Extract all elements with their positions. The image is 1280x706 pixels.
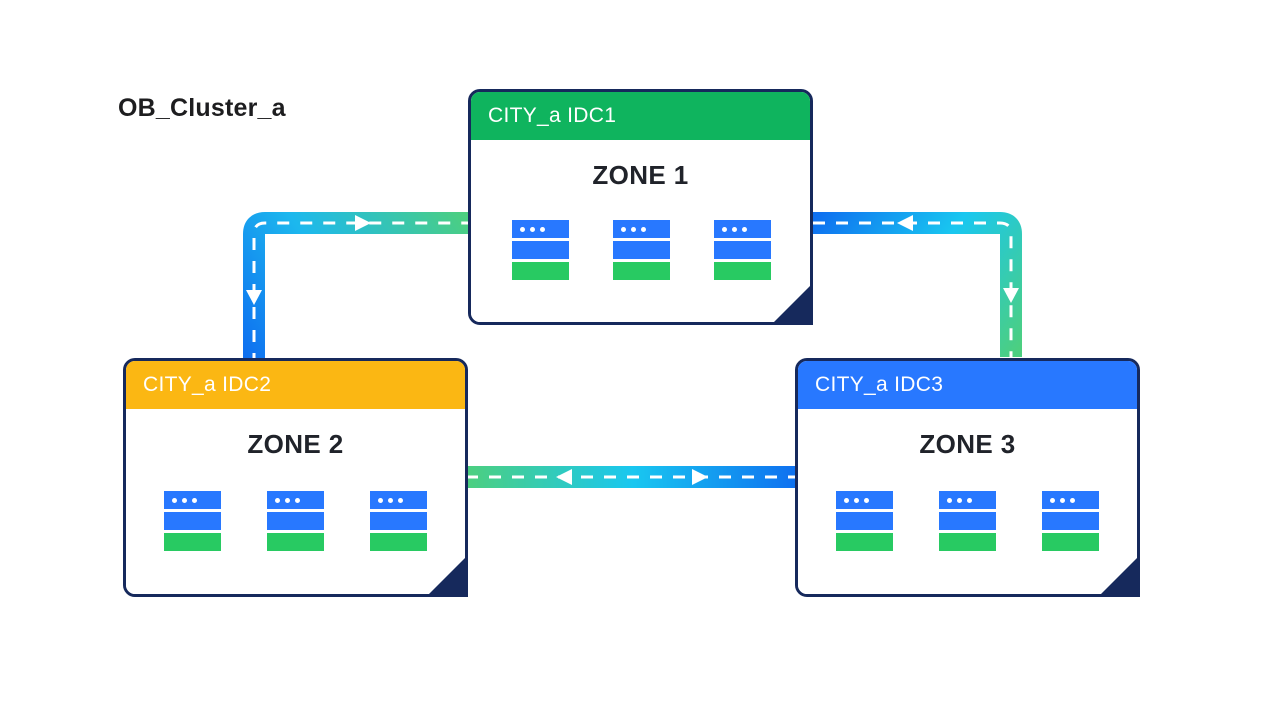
status-dot xyxy=(1060,497,1065,503)
server-top-bar xyxy=(836,491,893,509)
page-title: OB_Cluster_a xyxy=(118,94,286,122)
server-top-bar xyxy=(164,491,221,509)
arrow-down-icon xyxy=(246,290,262,305)
status-dot xyxy=(182,497,187,503)
server-top-bar xyxy=(714,220,771,238)
status-dot xyxy=(530,226,535,232)
server-node[interactable] xyxy=(1042,491,1099,551)
status-dot xyxy=(388,497,393,503)
server-mid-bar xyxy=(939,512,996,530)
idc-card-idc3[interactable]: CITY_a IDC3 ZONE 3 xyxy=(795,358,1140,597)
link-idc1-idc3 xyxy=(790,212,1022,357)
server-mid-bar xyxy=(512,241,569,259)
status-dot xyxy=(285,497,290,503)
status-dot xyxy=(621,226,626,232)
status-dot xyxy=(641,226,646,232)
link-idc2-idc1 xyxy=(243,212,490,365)
server-top-bar xyxy=(370,491,427,509)
server-mid-bar xyxy=(267,512,324,530)
status-dot xyxy=(722,226,727,232)
status-dot xyxy=(192,497,197,503)
server-node[interactable] xyxy=(714,220,771,280)
server-bottom-bar xyxy=(267,533,324,551)
arrow-left-icon xyxy=(897,215,913,231)
server-mid-bar xyxy=(714,241,771,259)
server-mid-bar xyxy=(1042,512,1099,530)
server-group xyxy=(164,491,427,551)
server-node[interactable] xyxy=(836,491,893,551)
server-bottom-bar xyxy=(512,262,569,280)
server-group xyxy=(836,491,1099,551)
server-node[interactable] xyxy=(512,220,569,280)
server-top-bar xyxy=(512,220,569,238)
server-mid-bar xyxy=(164,512,221,530)
server-node[interactable] xyxy=(939,491,996,551)
status-dot xyxy=(864,497,869,503)
server-top-bar xyxy=(613,220,670,238)
server-bottom-bar xyxy=(939,533,996,551)
zone-title: ZONE 2 xyxy=(247,429,344,459)
status-dot xyxy=(520,226,525,232)
server-node[interactable] xyxy=(267,491,324,551)
zone-title: ZONE 3 xyxy=(919,429,1016,459)
arrow-right-icon xyxy=(692,469,708,485)
idc-header-label: CITY_a IDC2 xyxy=(143,373,272,396)
idc-card-idc2[interactable]: CITY_a IDC2 ZONE 2 xyxy=(123,358,468,597)
server-bottom-bar xyxy=(370,533,427,551)
idc-card-body-idc3: ZONE 3 xyxy=(798,429,1137,594)
server-bottom-bar xyxy=(836,533,893,551)
idc-card-body-idc2: ZONE 2 xyxy=(126,429,465,594)
arrow-left-icon xyxy=(556,469,572,485)
status-dot xyxy=(631,226,636,232)
server-bottom-bar xyxy=(613,262,670,280)
status-dot xyxy=(275,497,280,503)
server-top-bar xyxy=(939,491,996,509)
status-dot xyxy=(378,497,383,503)
server-group xyxy=(512,220,771,280)
status-dot xyxy=(172,497,177,503)
idc-header-label: CITY_a IDC3 xyxy=(815,373,944,396)
status-dot xyxy=(1050,497,1055,503)
server-top-bar xyxy=(267,491,324,509)
status-dot xyxy=(947,497,952,503)
status-dot xyxy=(732,226,737,232)
server-mid-bar xyxy=(370,512,427,530)
server-node[interactable] xyxy=(370,491,427,551)
idc-card-header-idc2: CITY_a IDC2 xyxy=(126,361,465,409)
status-dot xyxy=(844,497,849,503)
server-mid-bar xyxy=(836,512,893,530)
status-dot xyxy=(967,497,972,503)
status-dot xyxy=(295,497,300,503)
zone-title: ZONE 1 xyxy=(592,160,689,190)
idc-card-header-idc3: CITY_a IDC3 xyxy=(798,361,1137,409)
server-bottom-bar xyxy=(164,533,221,551)
server-bottom-bar xyxy=(1042,533,1099,551)
arrow-right-icon xyxy=(355,215,371,231)
status-dot xyxy=(540,226,545,232)
status-dot xyxy=(742,226,747,232)
server-mid-bar xyxy=(613,241,670,259)
server-node[interactable] xyxy=(164,491,221,551)
idc-card-header-idc1: CITY_a IDC1 xyxy=(471,92,810,140)
link-idc2-idc3 xyxy=(466,466,800,488)
server-bottom-bar xyxy=(714,262,771,280)
status-dot xyxy=(398,497,403,503)
server-top-bar xyxy=(1042,491,1099,509)
server-node[interactable] xyxy=(613,220,670,280)
status-dot xyxy=(1070,497,1075,503)
idc-header-label: CITY_a IDC1 xyxy=(488,104,617,127)
status-dot xyxy=(854,497,859,503)
idc-card-body-idc1: ZONE 1 xyxy=(471,160,810,322)
arrow-down-icon xyxy=(1003,288,1019,303)
idc-card-idc1[interactable]: CITY_a IDC1 ZONE 1 xyxy=(468,89,813,325)
status-dot xyxy=(957,497,962,503)
